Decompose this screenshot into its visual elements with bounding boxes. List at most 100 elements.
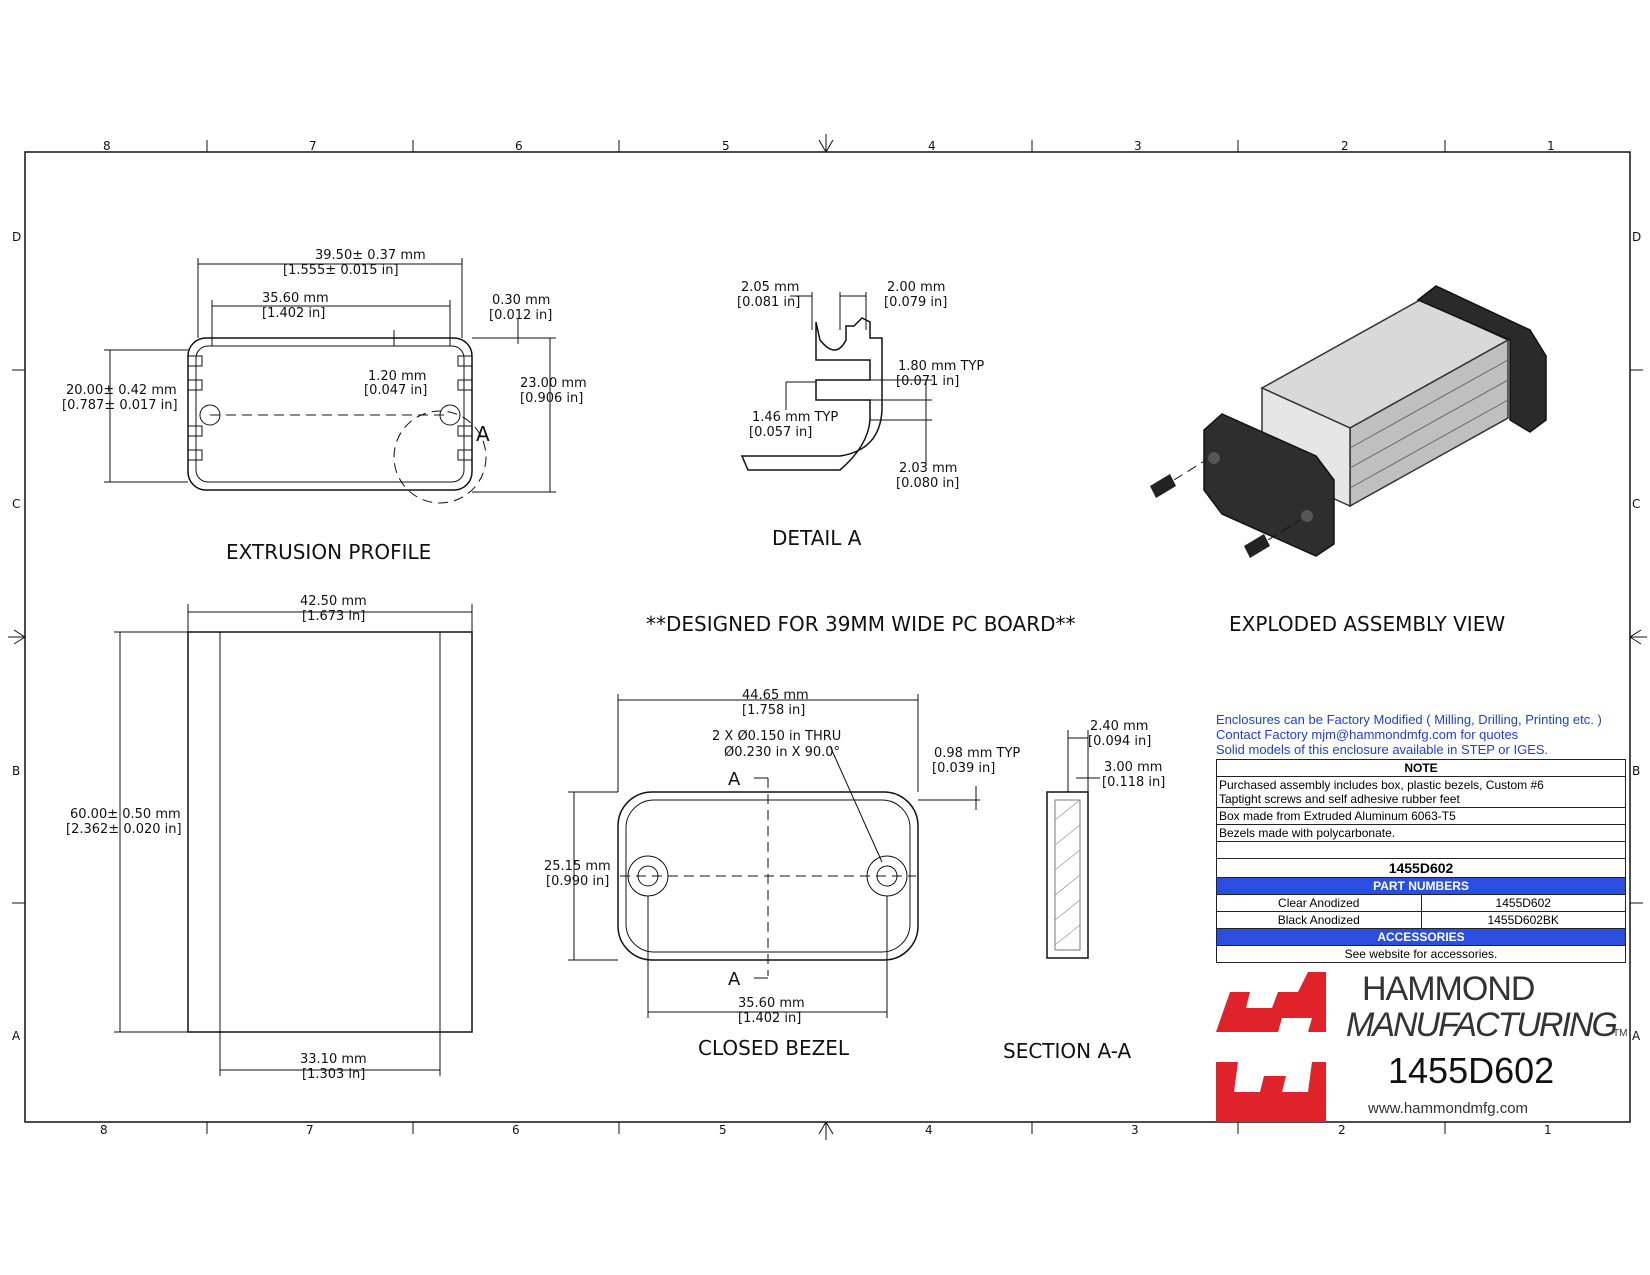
dim-side-top-mm: 42.50 mm	[300, 594, 367, 609]
section-aa-view: 2.40 mm [0.094 in] 3.00 mm [0.118 in] SE…	[1003, 719, 1165, 1063]
dim-detail-d2-in: [0.079 in]	[884, 295, 947, 310]
website-link[interactable]: www.hammondmfg.com	[1368, 1100, 1529, 1117]
front-bezel	[1203, 413, 1335, 557]
zone-labels-top: 8 7 6 5 4 3 2 1	[103, 139, 1555, 153]
extrusion-profile-title: EXTRUSION PROFILE	[226, 540, 431, 564]
section-label-top: A	[728, 769, 741, 790]
zone-col-7-bottom: 7	[306, 1123, 314, 1137]
dim-section-t1-in: [0.094 in]	[1088, 734, 1151, 749]
screw-1-axis	[1173, 459, 1207, 481]
zone-col-6: 6	[515, 139, 523, 153]
bezel-hole-2	[1301, 510, 1313, 522]
zone-col-2: 2	[1341, 139, 1349, 153]
dim-overall-width-mm: 39.50± 0.37 mm	[315, 248, 426, 263]
notes-block: Enclosures can be Factory Modified ( Mil…	[1216, 712, 1626, 963]
side-outline	[187, 631, 473, 1033]
zone-row-a-left: A	[12, 1029, 21, 1043]
zone-col-3-bottom: 3	[1131, 1123, 1139, 1137]
zone-row-a-right: A	[1632, 1029, 1641, 1043]
info-line-1: Enclosures can be Factory Modified ( Mil…	[1216, 712, 1602, 727]
dim-detail-d5-in: [0.080 in]	[896, 476, 959, 491]
side-dim-lines	[114, 604, 473, 1076]
part-row: Clear Anodized 1455D602	[1216, 894, 1626, 912]
trademark: TM	[1613, 1028, 1628, 1039]
dim-side-bottom-mm: 33.10 mm	[300, 1052, 367, 1067]
dim-section-t2-mm: 3.00 mm	[1104, 760, 1162, 775]
extrusion-slots-left	[188, 355, 221, 461]
zone-row-c-right: C	[1632, 497, 1640, 511]
rear-bezel	[1416, 285, 1547, 433]
bezel-dim-lines	[568, 694, 980, 1018]
extrusion-slots-right	[439, 355, 472, 461]
note-3: Bezels made with polycarbonate.	[1216, 824, 1626, 842]
note-1a: Purchased assembly includes box, plastic…	[1219, 778, 1544, 792]
extrusion-outline	[187, 337, 473, 491]
detail-a-profile	[740, 317, 883, 471]
note-1b: Taptight screws and self adhesive rubber…	[1219, 792, 1460, 806]
section-hatch-area	[1054, 799, 1081, 951]
dim-rail-in: [0.047 in]	[364, 383, 427, 398]
dim-height-right-mm: 23.00 mm	[520, 376, 587, 391]
exploded-title: EXPLODED ASSEMBLY VIEW	[1229, 612, 1505, 636]
bezel-hole-1	[1208, 452, 1220, 464]
dim-height-right-in: [0.906 in]	[520, 391, 583, 406]
dim-bezel-lip-in: [0.039 in]	[932, 761, 995, 776]
dim-detail-d4-in: [0.057 in]	[749, 425, 812, 440]
dim-rail-mm: 1.20 mm	[368, 369, 426, 384]
dim-side-top-in: [1.673 in]	[302, 609, 365, 624]
dim-side-len-mm: 60.00± 0.50 mm	[70, 807, 181, 822]
zone-col-3: 3	[1134, 139, 1142, 153]
dim-detail-d5-mm: 2.03 mm	[899, 461, 957, 476]
part-numbers-header: PART NUMBERS	[1216, 877, 1626, 895]
hammond-logo-icon	[1216, 972, 1326, 1122]
section-aa-title: SECTION A-A	[1003, 1039, 1131, 1063]
zone-labels-rows: D C B A D C B A	[12, 230, 1641, 1043]
screw-1-icon	[1150, 474, 1176, 498]
accessories-header: ACCESSORIES	[1216, 928, 1626, 946]
dim-height-left-in: [0.787± 0.017 in]	[62, 398, 178, 413]
zone-col-1: 1	[1547, 139, 1555, 153]
dim-detail-d1-in: [0.081 in]	[737, 295, 800, 310]
dim-detail-d3-in: [0.071 in]	[896, 374, 959, 389]
part-finish: Black Anodized	[1216, 911, 1422, 929]
dim-bezel-pitch-in: [1.402 in]	[738, 1011, 801, 1026]
section-dim-lines	[1067, 730, 1100, 792]
section-hatching	[1054, 799, 1081, 946]
extrusion-dim-lines	[104, 258, 556, 493]
dim-inner-width-mm: 35.60 mm	[262, 291, 329, 306]
info-line-3: Solid models of this enclosure available…	[1216, 742, 1549, 757]
note-2: Box made from Extruded Aluminum 6063-T5	[1216, 807, 1626, 825]
company-line-1: HAMMOND	[1362, 970, 1535, 1008]
exploded-assembly-view: EXPLODED ASSEMBLY VIEW	[1150, 285, 1547, 636]
zone-col-4: 4	[928, 139, 936, 153]
part-number: 1455D602BK	[1420, 911, 1626, 929]
zone-row-d-right: D	[1632, 230, 1641, 244]
info-line-2[interactable]: Contact Factory mjm@hammondmfg.com for q…	[1216, 727, 1519, 742]
closed-bezel-title: CLOSED BEZEL	[698, 1036, 850, 1060]
side-view: 42.50 mm [1.673 in] 60.00± 0.50 mm [2.36…	[66, 594, 473, 1082]
notes-table: NOTE Purchased assembly includes box, pl…	[1216, 759, 1626, 963]
dim-overall-width-in: [1.555± 0.015 in]	[283, 263, 399, 278]
dim-detail-d4-mm: 1.46 mm TYP	[752, 410, 838, 425]
dim-bezel-hole-line1: 2 X Ø0.150 in THRU	[712, 729, 841, 744]
zone-col-4-bottom: 4	[925, 1123, 933, 1137]
accessories-text: See website for accessories.	[1216, 945, 1626, 963]
zone-col-7: 7	[309, 139, 317, 153]
detail-a-circle	[393, 410, 487, 504]
note-1: Purchased assembly includes box, plastic…	[1216, 776, 1626, 808]
dim-bezel-width-in: [1.758 in]	[742, 703, 805, 718]
screw-2-axis	[1267, 519, 1301, 541]
zone-labels-bottom: 8 7 6 5 4 3 2 1	[100, 1123, 1552, 1137]
note-header: NOTE	[1216, 759, 1626, 777]
dim-section-t1-mm: 2.40 mm	[1090, 719, 1148, 734]
zone-row-b-right: B	[1632, 764, 1640, 778]
zone-col-8: 8	[103, 139, 111, 153]
zone-col-6-bottom: 6	[512, 1123, 520, 1137]
detail-a-callout: A	[476, 422, 490, 446]
zone-col-2-bottom: 2	[1338, 1123, 1346, 1137]
part-finish: Clear Anodized	[1216, 894, 1422, 912]
dim-inner-width-in: [1.402 in]	[262, 306, 325, 321]
closed-bezel-view: 44.65 mm [1.758 in] 2 X Ø0.150 in THRU Ø…	[544, 688, 1020, 1060]
zone-ticks	[8, 134, 1647, 1140]
dim-detail-d3-mm: 1.80 mm TYP	[898, 359, 984, 374]
